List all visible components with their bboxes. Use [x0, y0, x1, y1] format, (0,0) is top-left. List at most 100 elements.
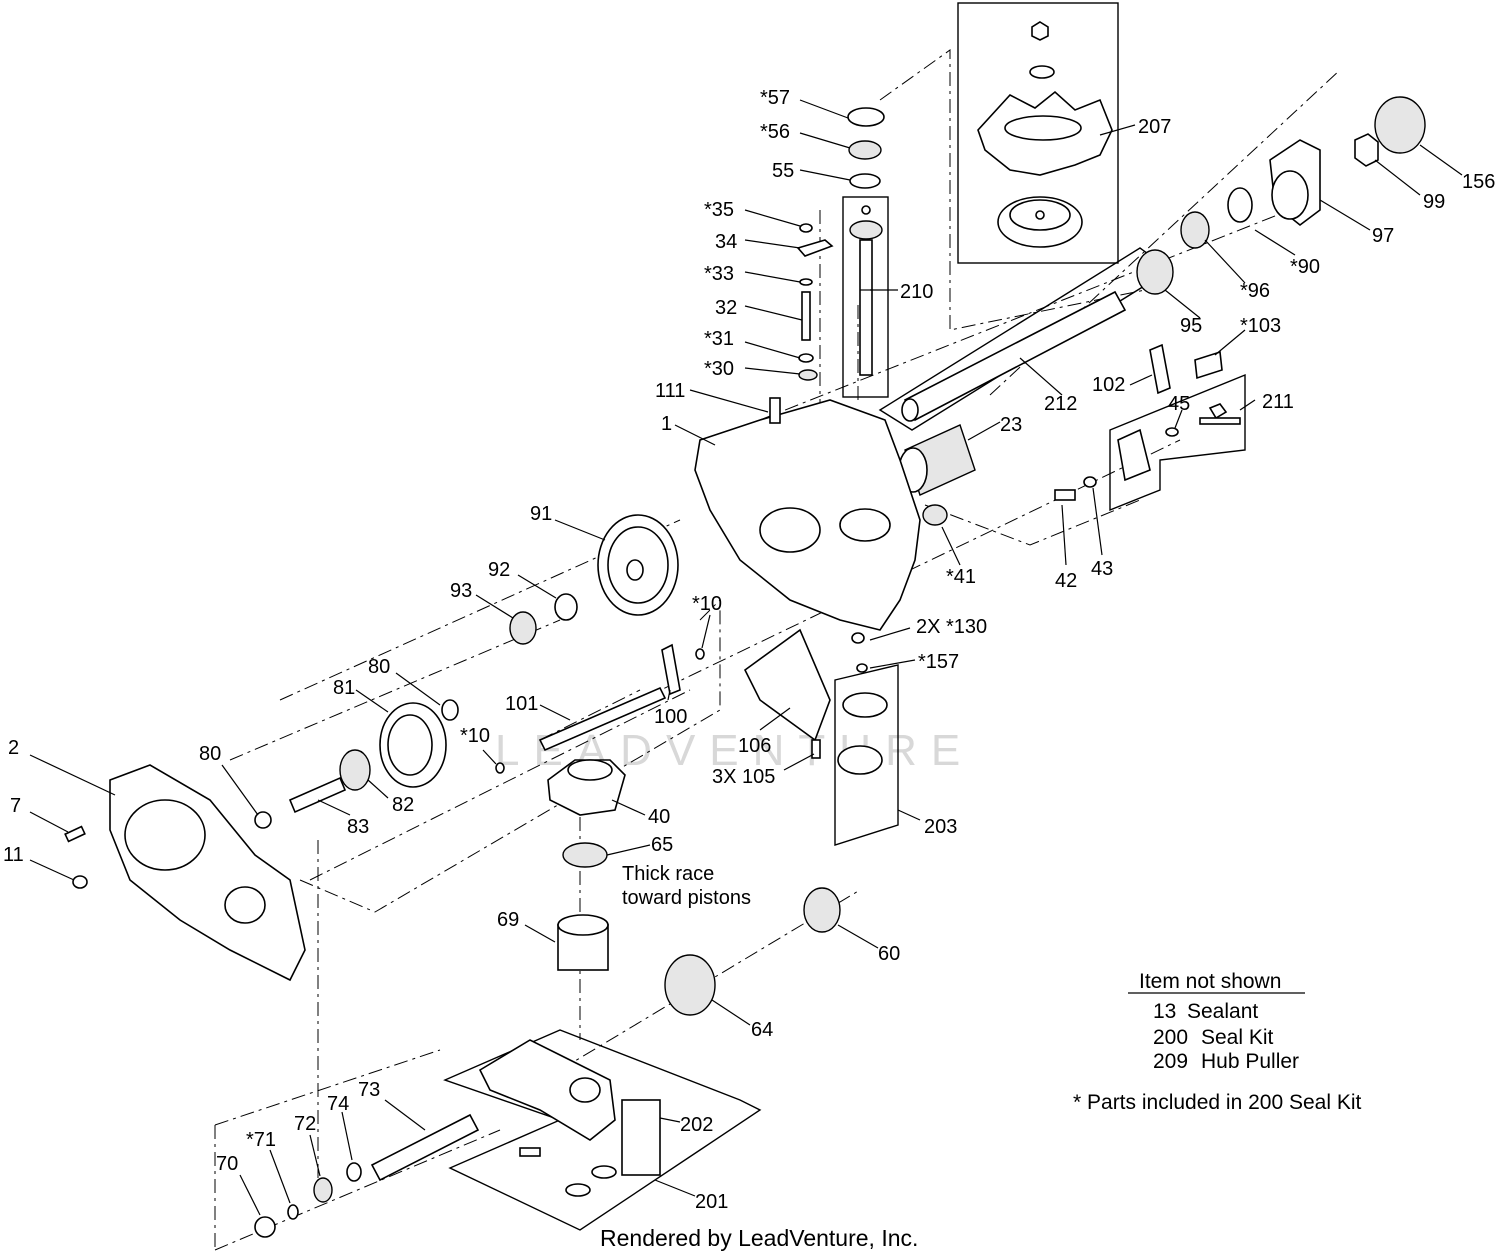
callout-207: 207: [1138, 116, 1171, 138]
callout-97: 97: [1372, 225, 1394, 247]
cylinder-block-69-part: [557, 914, 609, 971]
callout-33: *33: [704, 263, 734, 285]
charge-pump-kit-box: [834, 664, 899, 846]
thrust-bearing-60-part: [803, 887, 841, 933]
filter-23-part: [898, 424, 976, 496]
callout-156: 156: [1462, 171, 1495, 193]
callout-212: 212: [1044, 393, 1077, 415]
legend-footnote: * Parts included in 200 Seal Kit: [1073, 1091, 1362, 1114]
callout-23: 23: [1000, 414, 1022, 436]
parts: [64, 21, 1426, 1238]
callout-81: 81: [333, 677, 355, 699]
callout-56: *56: [760, 121, 790, 143]
assembly-note: Thick race toward pistons: [622, 863, 751, 909]
callout-42: 42: [1055, 570, 1077, 592]
callout-40: 40: [648, 806, 670, 828]
callout-99: 99: [1423, 191, 1445, 213]
callout-55: 55: [772, 160, 794, 182]
callout-2: 2: [8, 737, 19, 759]
center-section-part: [478, 1039, 661, 1197]
seal-56-part: [848, 140, 882, 160]
callout-80-upper: 80: [368, 656, 390, 678]
callout-70: 70: [216, 1153, 238, 1175]
callout-93: 93: [450, 580, 472, 602]
shaft-73-part: [370, 1113, 480, 1182]
retaining-ring-57-part: [847, 107, 885, 127]
ring-71-part: [287, 1204, 299, 1220]
legend-item-desc: Sealant: [1187, 1000, 1258, 1023]
seal-156-part: [1374, 96, 1426, 154]
callout-203: 203: [924, 816, 957, 838]
callout-82: 82: [392, 794, 414, 816]
swashplate-40-part: [547, 759, 626, 816]
callout-202: 202: [680, 1114, 713, 1136]
callout-96: *96: [1240, 280, 1270, 302]
plug-11-part: [72, 875, 88, 889]
input-shaft-kit-box: [842, 196, 889, 398]
callout-69: 69: [497, 909, 519, 931]
charge-pump-203-part: [837, 745, 883, 775]
callout-64: 64: [751, 1019, 773, 1041]
control-arm-stack-part: [796, 223, 834, 381]
washer-70-part: [254, 1216, 276, 1238]
callout-102: 102: [1092, 374, 1125, 396]
brake-arm-102-part: [1149, 343, 1171, 395]
fan-pulley-part: [977, 21, 1113, 248]
callout-100: 100: [654, 706, 687, 728]
bearing-93-part: [509, 611, 537, 645]
callout-57: *57: [760, 87, 790, 109]
callout-10-lower: *10: [460, 725, 490, 747]
callout-73: 73: [358, 1079, 380, 1101]
brake-kit-box: [1109, 373, 1246, 512]
callout-45: 45: [1168, 393, 1190, 415]
callout-201: 201: [695, 1191, 728, 1213]
brake-assembly-part: [1054, 403, 1241, 501]
note-line-1: Thick race: [622, 863, 714, 885]
washer-92-part: [554, 593, 578, 621]
bearing-95-part: [1136, 249, 1174, 295]
callout-90: *90: [1290, 256, 1320, 278]
callout-32: 32: [715, 297, 737, 319]
arm-100-part: [661, 643, 681, 696]
gear-81-part: [379, 702, 447, 788]
shaft-101-part: [538, 686, 667, 752]
callout-7: 7: [10, 795, 21, 817]
callout-31: *31: [704, 328, 734, 350]
cover-2-part: [109, 764, 306, 982]
washer-74-part: [346, 1162, 362, 1182]
legend-title: Item not shown: [1139, 970, 1281, 993]
input-shaft-part: [849, 205, 883, 376]
callout-105: 3X 105: [712, 766, 775, 788]
legend-item-desc: Hub Puller: [1201, 1050, 1299, 1073]
legend-item-num: 200: [1153, 1026, 1188, 1049]
callout-111: 111: [655, 380, 685, 402]
callout-130: 2X *130: [916, 616, 987, 638]
callout-83: 83: [347, 816, 369, 838]
callout-71: *71: [246, 1129, 276, 1151]
callout-34: 34: [715, 231, 737, 253]
callout-1: 1: [661, 413, 672, 435]
bracket-106-part: [743, 628, 831, 742]
center-section-kit-box: [443, 1029, 762, 1231]
pin-83-part: [288, 776, 347, 814]
callout-labels: *57 *56 55 *35 34 *33 32 *31 *30 210 207…: [3, 87, 1495, 1213]
callout-60: 60: [878, 943, 900, 965]
callout-43: 43: [1091, 558, 1113, 580]
callout-106: 106: [738, 735, 771, 757]
bolt-7-part: [64, 825, 86, 843]
callout-101: 101: [505, 693, 538, 715]
hub-97-part: [1269, 139, 1321, 227]
callout-41: *41: [946, 566, 976, 588]
washer-10b-part: [495, 762, 505, 774]
fan-pulley-kit-box: [957, 2, 1119, 264]
washer-80b-part: [254, 811, 272, 829]
callout-92: 92: [488, 559, 510, 581]
ring-157-part: [856, 663, 868, 673]
callout-11: 11: [3, 844, 24, 866]
legend-item-num: 13: [1153, 1000, 1176, 1023]
callout-74: 74: [327, 1093, 349, 1115]
washer-55-part: [849, 173, 881, 189]
axle-part: [901, 290, 1127, 422]
gear-91-part: [597, 514, 679, 616]
housing-1-part: [694, 397, 921, 631]
